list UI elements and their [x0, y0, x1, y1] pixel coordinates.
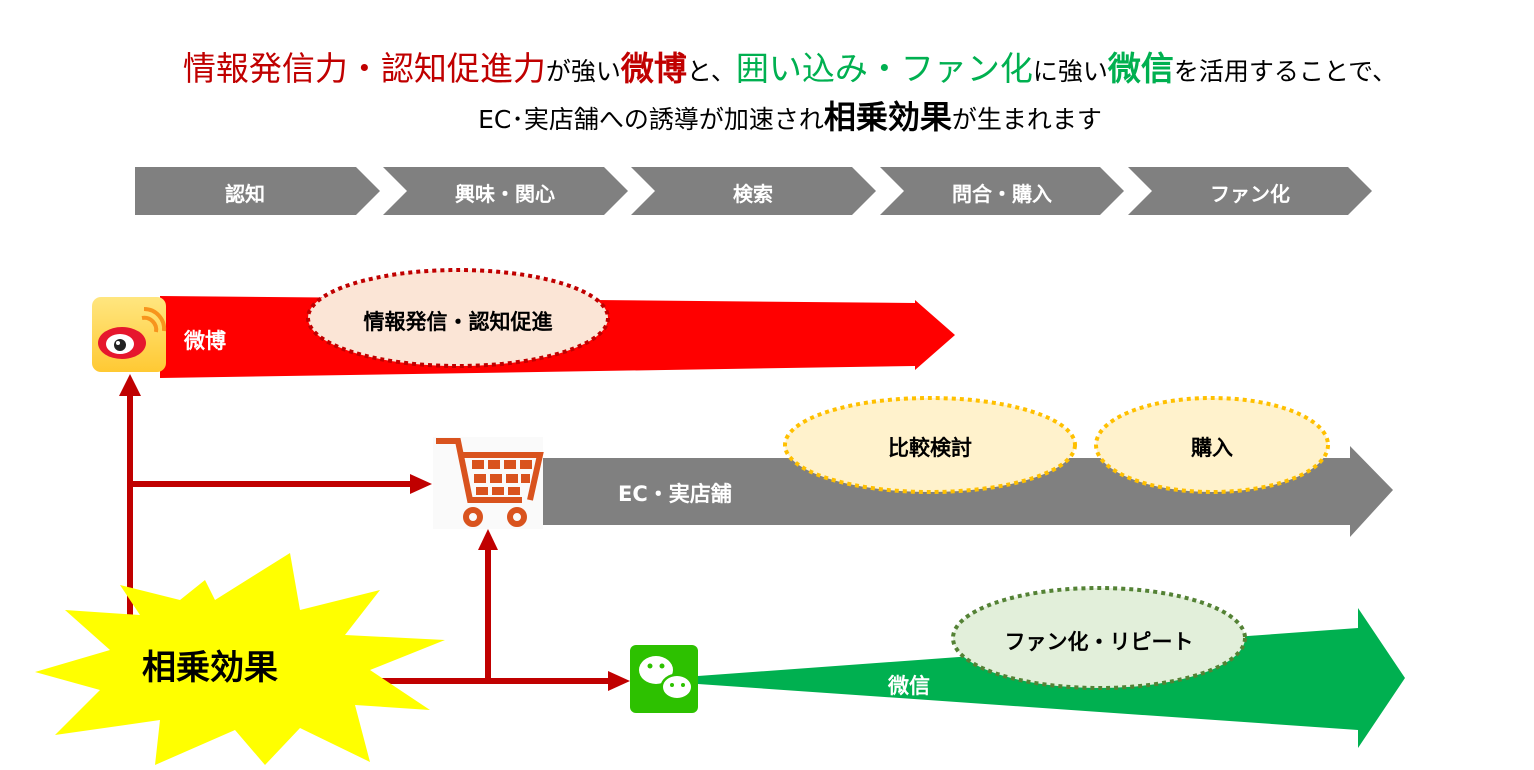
headline-weibo: 微博 [620, 49, 687, 88]
headline-text: が強い [545, 57, 621, 86]
headline-text: が生まれます [951, 105, 1102, 134]
wechat-icon [630, 645, 698, 713]
stage-chevron-4 [880, 167, 1124, 215]
headline-weibo-strength: 情報発信力・認知促進力 [182, 49, 546, 88]
stage-chevron-2 [383, 167, 628, 215]
arrowhead-up-weibo [119, 374, 141, 396]
arrowhead-right-wechat [608, 671, 630, 691]
ec-bubble-purchase-shape [1094, 396, 1330, 494]
ec-bubble-compare: 比較検討 [888, 436, 972, 460]
stage-chevron-3 [631, 167, 876, 215]
headline-text: EC･実店舗への誘導が加速され [478, 105, 824, 134]
headline-text: を活用することで、 [1173, 57, 1398, 86]
synergy-starburst [35, 553, 445, 765]
ec-bubble-compare-shape [783, 396, 1077, 494]
weibo-bubble-shape [306, 268, 610, 368]
headline-line-2: EC･実店舗への誘導が加速され相乗効果が生まれます [0, 92, 1534, 138]
wechat-bubble-shape [951, 586, 1247, 690]
weibo-icon [92, 297, 167, 372]
synergy-label: 相乗効果 [142, 648, 278, 688]
stage-awareness: 認知 [225, 182, 265, 206]
stage-chevron-5 [1128, 167, 1372, 215]
stage-chevrons [135, 167, 1372, 215]
wechat-bubble-text: ファン化・リピート [1004, 630, 1194, 654]
arrowhead-right-cart [410, 474, 432, 494]
arrowhead-up-cart [478, 529, 498, 550]
stage-chevron-1 [135, 167, 380, 215]
shopping-cart-icon [433, 437, 544, 529]
headline-synergy: 相乗効果 [823, 98, 952, 136]
headline-text: と、 [686, 57, 736, 86]
weibo-bubble-text: 情報発信・認知促進 [363, 310, 553, 334]
stage-search: 検索 [733, 182, 773, 206]
stage-interest: 興味・関心 [455, 182, 555, 206]
stage-fan: ファン化 [1210, 182, 1290, 206]
ec-bubble-purchase: 購入 [1191, 436, 1233, 460]
headline-wechat-strength: 囲い込み・ファン化 [735, 49, 1033, 88]
headline-text: に強い [1032, 57, 1108, 86]
ec-label: EC・実店舗 [618, 482, 732, 506]
headline-line-1: 情報発信力・認知促進力が強い微博と、囲い込み・ファン化に強い微信を活用することで… [0, 42, 1534, 90]
weibo-label: 微博 [184, 329, 226, 353]
wechat-label: 微信 [888, 674, 930, 698]
stage-inquiry-purchase: 問合・購入 [952, 182, 1052, 206]
headline-wechat: 微信 [1107, 49, 1174, 88]
